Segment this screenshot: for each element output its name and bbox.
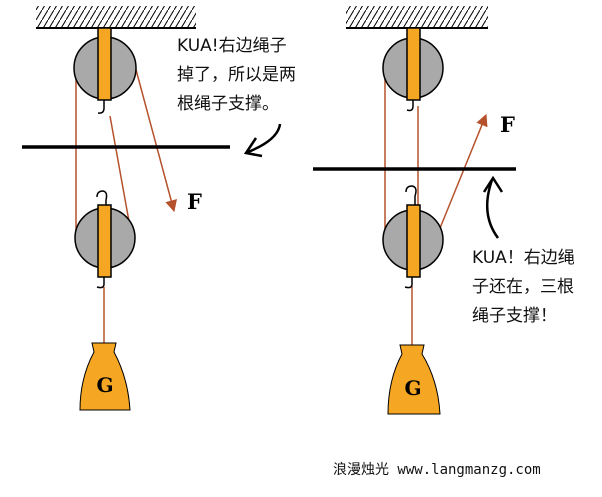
right-note-line-3: 绳子支撑！ [472, 306, 557, 326]
left-movable-pulley [74, 190, 136, 289]
right-annotation-arrowhead [482, 175, 504, 193]
left-note-line-3: 根绳子支撑。 [177, 94, 279, 114]
right-force-label: F [500, 112, 515, 137]
left-note-line-1: KUA!右边绳子 [177, 36, 287, 56]
left-load-bag: G [79, 342, 131, 411]
left-pulley-system: G F [22, 6, 282, 411]
right-load-bag: G [387, 344, 441, 415]
right-ceiling [346, 6, 488, 29]
left-annotation-note: KUA!右边绳子 掉了，所以是两 根绳子支撑。 [177, 32, 296, 119]
left-annotation-arrowhead [243, 137, 263, 158]
left-weight-label: G [96, 373, 113, 397]
right-annotation-arrow [485, 179, 500, 239]
left-force-label: F [187, 189, 202, 214]
left-fixed-pulley-hook [97, 100, 105, 114]
right-movable-pulley [382, 185, 444, 289]
right-note-line-1: KUA！右边绳 [472, 248, 575, 268]
right-movable-top-hook [405, 185, 417, 205]
left-annotation-arrow [247, 123, 282, 154]
right-pulley-system: G F [313, 6, 516, 415]
watermark: 浪漫烛光 www.langmanzg.com [333, 462, 541, 478]
left-ceiling [36, 6, 196, 29]
right-movable-bottom-hook [404, 277, 413, 289]
right-note-line-2: 子还在，三根 [472, 277, 574, 297]
right-fixed-pulley [382, 27, 444, 101]
right-rope-pull [435, 113, 488, 239]
left-fixed-pulley [73, 27, 137, 101]
right-fixed-pulley-hook [406, 100, 414, 112]
left-rope-pull [134, 65, 177, 213]
right-annotation-note: KUA！右边绳 子还在，三根 绳子支撑！ [472, 244, 575, 331]
left-rope-middle [109, 115, 133, 239]
right-weight-label: G [404, 376, 421, 400]
left-movable-bottom-hook [96, 277, 105, 289]
left-note-line-2: 掉了，所以是两 [177, 65, 296, 85]
left-movable-top-hook [96, 190, 108, 205]
